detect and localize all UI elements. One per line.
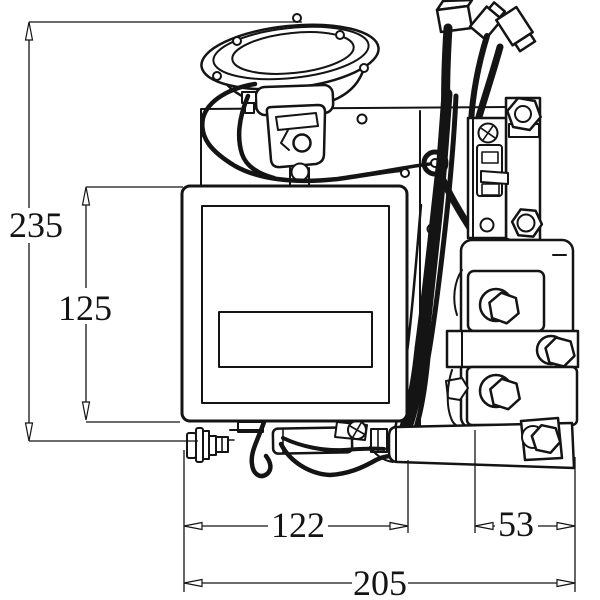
slider-upper xyxy=(481,151,499,164)
overall-height-dimension: 235 xyxy=(9,21,302,442)
wire xyxy=(278,441,403,478)
dimension-label: 53 xyxy=(498,504,534,544)
arrowhead-up-icon xyxy=(24,21,34,41)
gas-valve-assembly xyxy=(445,238,580,430)
panel-lip xyxy=(229,421,264,431)
valve-width-dimension: 53 xyxy=(474,430,576,592)
harness-bundle xyxy=(403,93,459,455)
arrowhead-left-icon xyxy=(183,578,203,588)
panel-outline xyxy=(180,184,409,423)
control-panel xyxy=(180,184,409,463)
bolt-flange xyxy=(195,427,204,463)
neck-collar xyxy=(290,162,310,182)
flange-screw-icon xyxy=(335,30,345,40)
connector-plug xyxy=(468,1,507,41)
arrowhead-right-icon xyxy=(556,521,576,531)
dome-top xyxy=(231,31,355,75)
relay-box xyxy=(271,426,354,455)
hex-bolt-icon xyxy=(530,423,562,455)
bottom-wiring xyxy=(249,419,403,479)
arrowhead-right-icon xyxy=(389,521,409,531)
bottom-mounting-bolt xyxy=(186,427,235,463)
panel-width-dimension: 122 xyxy=(183,450,409,592)
flange-screw-icon xyxy=(292,13,302,23)
wire-connectors xyxy=(435,0,537,53)
casting-edge xyxy=(453,269,463,316)
hex-bolt-center xyxy=(514,105,532,123)
extension-lines xyxy=(86,186,183,423)
connector-plug xyxy=(494,5,537,53)
panel-inner-frame xyxy=(201,205,390,404)
bracket-block xyxy=(370,428,388,453)
arrowhead-down-icon xyxy=(24,422,34,442)
bolt-head xyxy=(186,432,197,459)
slider-knob xyxy=(480,170,509,185)
plate-hole-icon xyxy=(356,113,368,125)
arrowhead-left-icon xyxy=(474,521,494,531)
arrowhead-down-icon xyxy=(81,401,91,421)
flange-screw-icon xyxy=(212,71,222,81)
phillips-cross xyxy=(349,422,365,438)
extension-lines xyxy=(183,450,409,592)
dimension-label: 205 xyxy=(353,563,407,600)
harness-bundle xyxy=(391,88,453,458)
bottom-arm xyxy=(387,416,576,470)
dimension-label: 125 xyxy=(58,288,112,328)
slider-lower xyxy=(481,183,500,196)
hex-bolt-icon xyxy=(489,377,521,411)
flange-screw-icon xyxy=(359,63,369,73)
fan-motor-assembly xyxy=(200,13,380,188)
overall-width-dimension: 205 xyxy=(183,563,576,600)
extension-lines xyxy=(474,430,576,592)
dimension-label: 235 xyxy=(9,205,63,245)
dimension-label: 122 xyxy=(271,505,325,545)
phillips-cross xyxy=(480,125,496,141)
panel-height-dimension: 125 xyxy=(58,186,183,423)
connector-plug xyxy=(435,4,474,34)
bracket-slot xyxy=(275,112,319,131)
dimension-annotations: 235 125 122 53 205 xyxy=(9,21,576,600)
switch-hole xyxy=(479,217,495,233)
wire xyxy=(281,436,386,453)
extension-lines xyxy=(29,21,302,442)
wire-loop xyxy=(249,419,273,479)
arrowhead-right-icon xyxy=(556,578,576,588)
bolt-detail xyxy=(221,436,235,453)
bolt-nut xyxy=(208,435,217,456)
arrowhead-left-icon xyxy=(183,521,203,531)
hex-bolt-icon xyxy=(488,291,520,325)
wire xyxy=(236,93,277,181)
terminal-column xyxy=(504,96,544,242)
igniter-unit xyxy=(237,420,388,455)
hex-bolt-center xyxy=(516,213,536,233)
bracket-hole xyxy=(292,133,312,153)
bracket-notch xyxy=(280,129,290,151)
harness-feed xyxy=(468,33,490,125)
arrowhead-up-icon xyxy=(81,186,91,206)
flange-screw-icon xyxy=(232,36,242,46)
panel-foot-arc xyxy=(369,446,394,463)
display-window xyxy=(218,311,373,368)
